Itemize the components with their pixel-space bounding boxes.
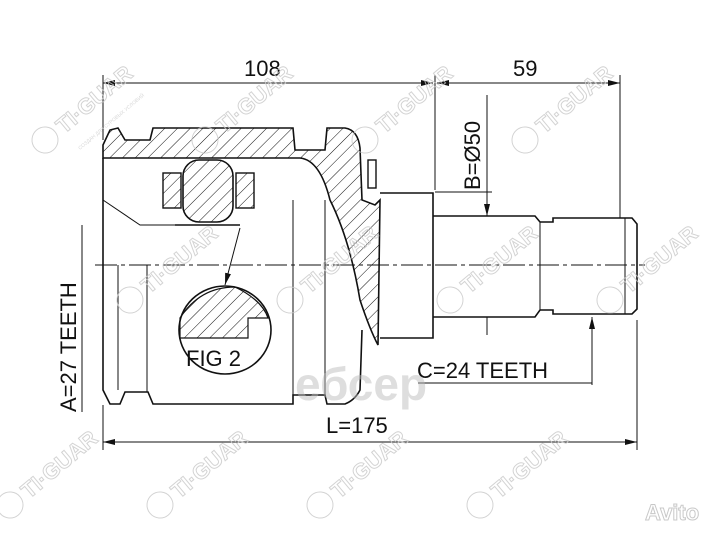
dim-c: C=24 TEETH — [417, 358, 548, 383]
watermark-brand: TI·GUAR — [16, 425, 102, 503]
watermark-brand: TI·GUAR — [456, 220, 542, 298]
housing-wall-hatched — [102, 127, 381, 346]
housing-body — [102, 158, 363, 405]
watermark-center: ебсер — [295, 358, 427, 410]
roller-bearing — [162, 172, 182, 209]
watermark-brand: TI·GUAR — [371, 60, 457, 138]
watermark-brand: TI·GUAR — [616, 220, 702, 298]
dim-b: B=Ø50 — [460, 121, 485, 190]
dim-59: 59 — [513, 56, 537, 81]
fig2-label: FIG 2 — [186, 346, 241, 371]
fig2-leader — [224, 227, 241, 286]
fig2-detail: FIG 2 — [178, 285, 272, 375]
tripod-roller — [182, 159, 234, 223]
watermark-brand: TI·GUAR — [531, 60, 617, 138]
shaft-collar — [380, 192, 434, 339]
circlip — [367, 159, 377, 189]
inner-cavity-line — [102, 199, 180, 226]
dim-108: 108 — [244, 56, 281, 81]
shaft — [433, 215, 638, 318]
dim-l: L=175 — [326, 413, 388, 438]
watermark-brand: TI·GUAR — [486, 425, 572, 503]
dim-a: A=27 TEETH — [56, 282, 81, 412]
watermark-brand: TI·GUAR — [136, 220, 222, 298]
watermark-brand: TI·GUAR — [51, 60, 137, 138]
watermark-brand: TI·GUAR — [166, 425, 252, 503]
roller-bearing — [235, 172, 255, 209]
avito-logo: Avito — [645, 500, 699, 525]
